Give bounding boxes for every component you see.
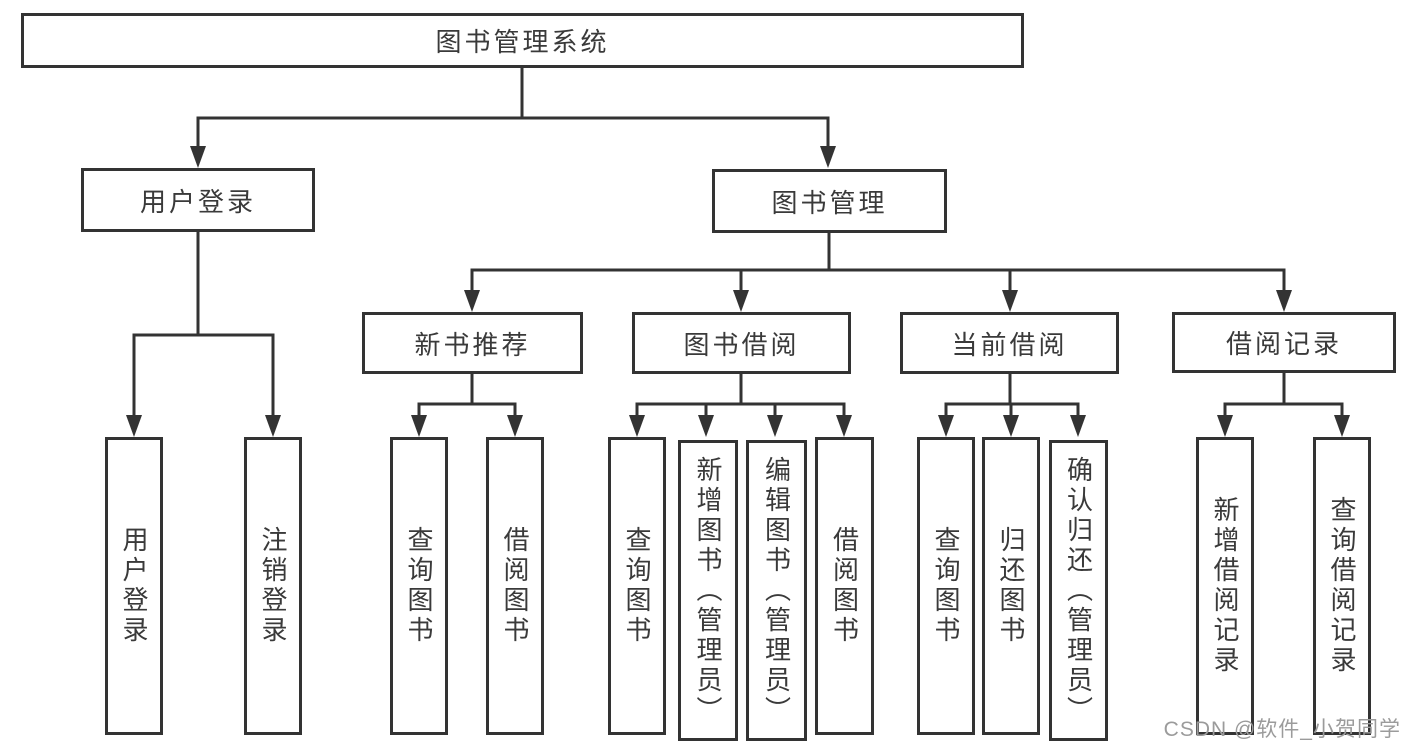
node-label: 用户登录 [139, 186, 256, 217]
arrowhead [836, 415, 852, 437]
arrowhead [1003, 415, 1019, 437]
node-book-borrow: 图书借阅 [632, 312, 851, 374]
node-label: 用户登录 [119, 526, 149, 646]
node-label: 图书管理系统 [435, 27, 610, 57]
leaf-query-book-recommend: 查询图书 [390, 437, 448, 735]
leaf-add-borrow-record: 新增借阅记录 [1196, 437, 1254, 735]
leaf-add-book-admin: 新增图书（管理员） [678, 440, 738, 741]
leaf-borrow-book: 借阅图书 [815, 437, 874, 735]
node-label: 借阅记录 [1225, 329, 1342, 359]
node-current-borrow: 当前借阅 [900, 312, 1119, 374]
connector-newbook-bar [417, 402, 517, 415]
arrowhead [126, 415, 142, 437]
node-label: 归还图书 [996, 526, 1026, 646]
arrowhead [767, 415, 783, 437]
leaf-query-borrow-record: 查询借阅记录 [1313, 437, 1371, 735]
arrowhead [1217, 415, 1233, 437]
node-label: 查询图书 [622, 526, 652, 646]
node-label: 查询借阅记录 [1327, 496, 1357, 676]
node-label: 注销登录 [258, 526, 288, 646]
connector-bookborrow-bar [635, 402, 846, 415]
node-label: 新增图书（管理员） [693, 455, 723, 726]
arrowhead [1334, 415, 1350, 437]
arrowhead [629, 415, 645, 437]
node-label: 当前借阅 [951, 329, 1068, 360]
node-label: 确认归还（管理员） [1063, 455, 1094, 726]
leaf-confirm-return-admin: 确认归还（管理员） [1049, 440, 1108, 741]
arrowhead [464, 290, 480, 312]
node-new-book-recommend: 新书推荐 [362, 312, 583, 374]
node-label: 借阅图书 [829, 526, 860, 646]
arrowhead [938, 415, 954, 437]
leaf-return-book: 归还图书 [982, 437, 1040, 735]
arrowhead [1002, 290, 1018, 312]
connector-level2-bar [196, 116, 830, 146]
arrowheads [126, 146, 1350, 437]
arrowhead [190, 146, 206, 168]
arrowhead [507, 415, 523, 437]
leaf-logout-login: 注销登录 [244, 437, 302, 735]
leaf-query-book-borrow: 查询图书 [608, 437, 666, 735]
leaf-user-login: 用户登录 [105, 437, 163, 735]
node-label: 新增借阅记录 [1210, 496, 1240, 676]
node-label: 图书管理 [771, 187, 888, 218]
node-label: 借阅图书 [500, 526, 530, 646]
leaf-query-book-current: 查询图书 [917, 437, 975, 735]
connector-level3-bar [470, 268, 1286, 290]
arrowhead [1070, 415, 1086, 437]
arrowhead [698, 415, 714, 437]
connector-userlogin-bar [132, 333, 275, 415]
arrowhead [820, 146, 836, 168]
arrowhead [733, 290, 749, 312]
arrowhead [1276, 290, 1292, 312]
arrowhead [265, 415, 281, 437]
node-book-management: 图书管理 [712, 169, 947, 233]
connector-borrowrecord-bar [1223, 402, 1344, 415]
node-library-management-system: 图书管理系统 [21, 13, 1024, 68]
leaf-borrow-book-recommend: 借阅图书 [486, 437, 544, 735]
node-label: 新书推荐 [414, 329, 531, 360]
node-user-login: 用户登录 [81, 168, 315, 232]
node-borrow-record: 借阅记录 [1172, 312, 1396, 373]
arrowhead [411, 415, 427, 437]
leaf-edit-book-admin: 编辑图书（管理员） [746, 440, 807, 741]
node-label: 查询图书 [931, 526, 961, 646]
csdn-watermark: CSDN @软件_小贺同学 [1163, 718, 1401, 741]
node-label: 查询图书 [404, 526, 434, 646]
node-label: 编辑图书（管理员） [761, 455, 792, 726]
node-label: 图书借阅 [683, 329, 800, 360]
